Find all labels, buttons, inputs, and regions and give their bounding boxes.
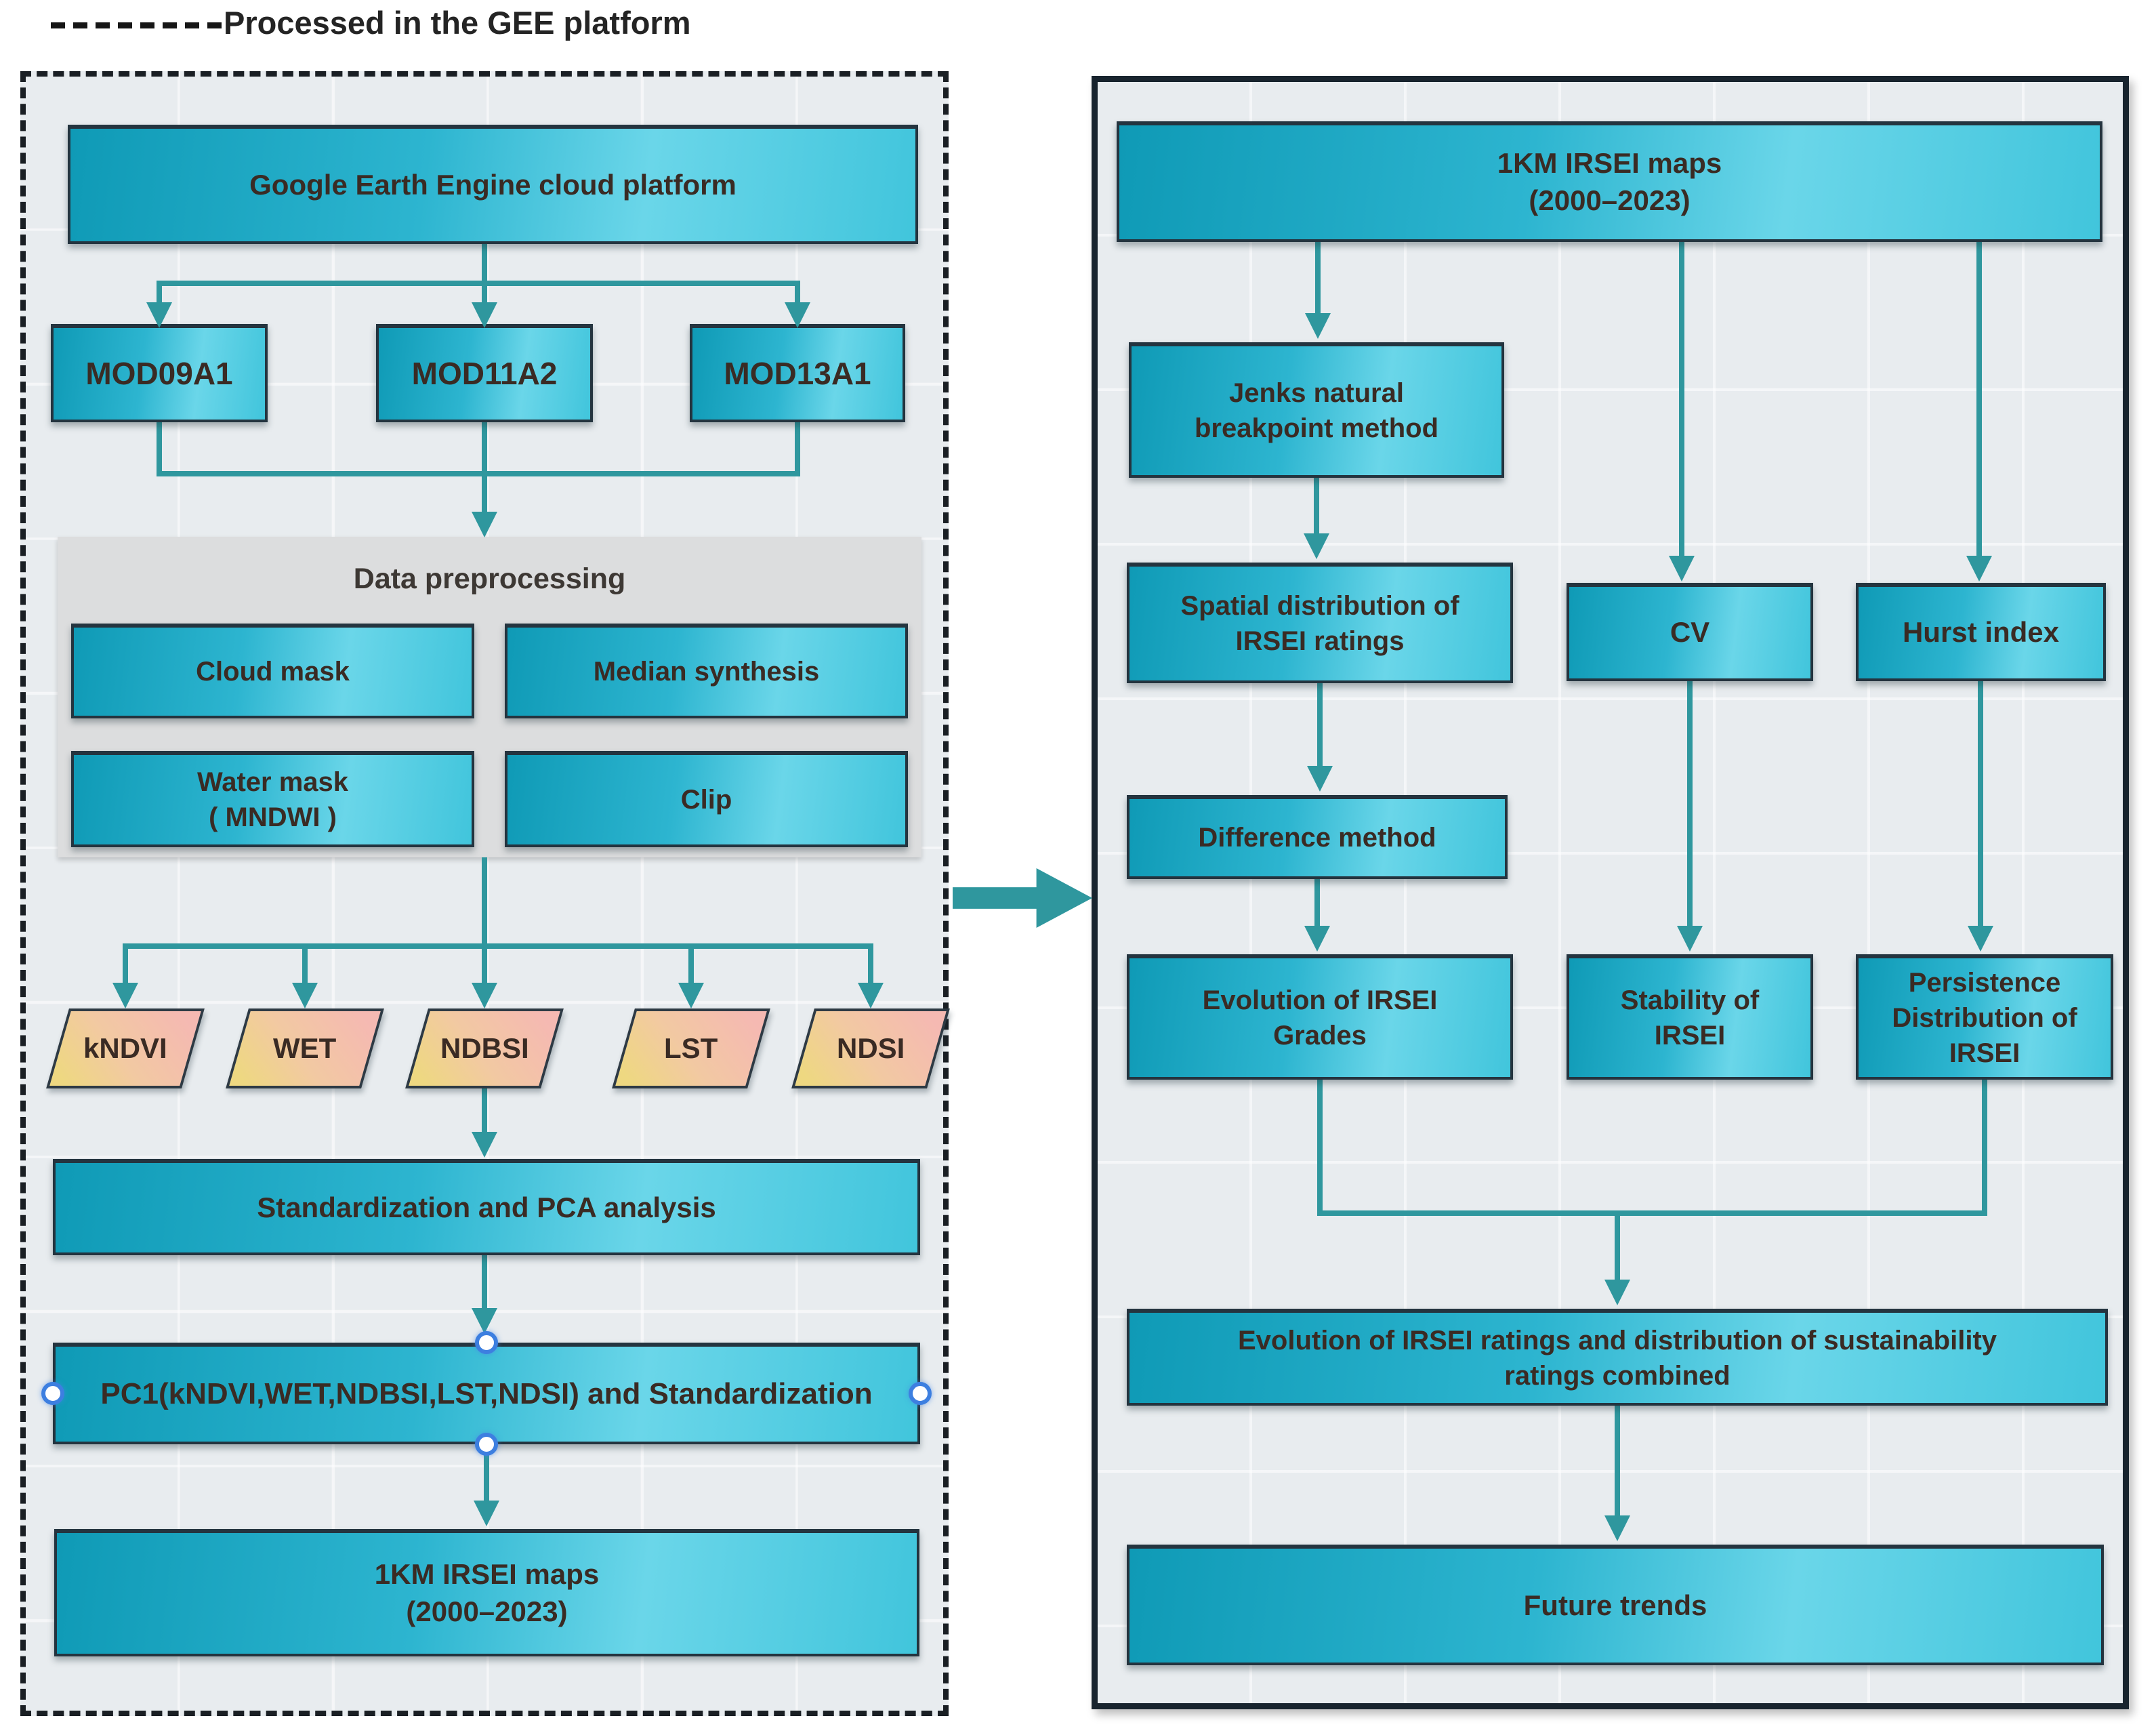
node-mod09a1: MOD09A1 [51, 324, 268, 422]
node-gee-cloud-platform: Google Earth Engine cloud platform [68, 125, 918, 244]
selection-handle[interactable] [909, 1382, 932, 1405]
arrowhead-down-icon [1677, 926, 1703, 952]
node-index-ndbsi: NDBSI [405, 1008, 564, 1088]
arrowhead-down-icon [472, 512, 497, 537]
arrowhead-down-icon [472, 1308, 497, 1334]
connector-line [1317, 1210, 1987, 1216]
connector-line [1317, 1080, 1323, 1216]
preprocessing-title: Data preprocessing [353, 563, 626, 595]
node-difference-method: Difference method [1127, 795, 1508, 879]
node-spatial-distribution: Spatial distribution of IRSEI ratings [1127, 563, 1513, 683]
node-cv: CV [1567, 583, 1813, 681]
connector-line [157, 471, 800, 476]
flow-arrow-right-icon [953, 868, 1092, 928]
arrowhead-down-icon [474, 1501, 499, 1526]
connector-line [1317, 683, 1323, 766]
connector-line [1978, 681, 1983, 926]
node-standardization-pca: Standardization and PCA analysis [53, 1159, 920, 1255]
connector-line [1976, 242, 1982, 556]
arrowhead-down-icon [1604, 1515, 1630, 1541]
arrowhead-down-icon [1966, 556, 1992, 582]
connector-line [1679, 242, 1684, 556]
connector-line [482, 1255, 487, 1308]
arrowhead-down-icon [472, 983, 497, 1008]
index-label: kNDVI [83, 1032, 167, 1064]
node-combined-evolution: Evolution of IRSEI ratings and distribut… [1127, 1309, 2108, 1406]
connector-line [157, 281, 162, 302]
connector-line [795, 281, 800, 302]
arrowhead-down-icon [1669, 556, 1695, 582]
node-jenks: Jenks natural breakpoint method [1129, 342, 1504, 478]
node-median-synthesis: Median synthesis [505, 624, 908, 718]
legend-label: Processed in the GEE platform [224, 5, 691, 41]
analysis-panel [1092, 76, 2129, 1709]
node-index-ndsi: NDSI [791, 1008, 950, 1088]
connector-line [484, 1444, 489, 1501]
selection-handle[interactable] [41, 1382, 64, 1405]
arrowhead-down-icon [146, 302, 172, 328]
connector-line [302, 943, 308, 983]
connector-line [1314, 478, 1319, 533]
node-pc1-standardization: PC1(kNDVI,WET,NDBSI,LST,NDSI) and Standa… [53, 1343, 920, 1444]
connector-line [482, 943, 487, 983]
connector-line [157, 422, 162, 474]
connector-line [1615, 1406, 1620, 1515]
connector-line [1314, 879, 1320, 926]
node-mod13a1: MOD13A1 [690, 324, 905, 422]
connector-line [482, 857, 487, 946]
node-persistence-distribution: Persistence Distribution of IRSEI [1856, 954, 2113, 1080]
index-label: NDSI [836, 1032, 905, 1064]
connector-line [1982, 1080, 1987, 1216]
arrowhead-down-icon [785, 302, 810, 328]
connector-line [123, 943, 873, 949]
node-irsei-maps-left: 1KM IRSEI maps (2000–2023) [54, 1529, 919, 1656]
connector-line [482, 422, 487, 474]
node-stability-irsei: Stability of IRSEI [1567, 954, 1813, 1080]
arrowhead-down-icon [1305, 313, 1331, 339]
arrowhead-down-icon [1304, 533, 1329, 559]
arrowhead-down-icon [1304, 926, 1330, 952]
connector-line [482, 243, 487, 283]
node-index-kndvi: kNDVI [46, 1008, 205, 1088]
arrowhead-down-icon [472, 302, 497, 328]
node-water-mask: Water mask ( MNDWI ) [71, 751, 474, 847]
node-hurst-index: Hurst index [1856, 583, 2106, 681]
arrowhead-down-icon [858, 983, 884, 1008]
node-index-wet: WET [226, 1008, 384, 1088]
node-future-trends: Future trends [1127, 1545, 2104, 1665]
index-label: NDBSI [440, 1032, 529, 1064]
selection-handle[interactable] [475, 1433, 498, 1456]
node-index-lst: LST [612, 1008, 770, 1088]
node-irsei-maps-right: 1KM IRSEI maps (2000–2023) [1117, 121, 2102, 242]
connector-line [688, 943, 694, 983]
arrowhead-down-icon [472, 1132, 497, 1158]
connector-line [1615, 1213, 1620, 1280]
node-clip: Clip [505, 751, 908, 847]
connector-line [482, 1088, 487, 1132]
selection-handle[interactable] [475, 1331, 498, 1354]
arrowhead-down-icon [112, 983, 138, 1008]
arrowhead-down-icon [292, 983, 318, 1008]
connector-line [123, 943, 128, 983]
connector-line [795, 422, 800, 474]
connector-line [1315, 242, 1321, 313]
node-evolution-grades: Evolution of IRSEI Grades [1127, 954, 1513, 1080]
node-cloud-mask: Cloud mask [71, 624, 474, 718]
dashed-line-sample [51, 22, 222, 28]
connector-line [157, 281, 800, 286]
index-label: WET [273, 1032, 337, 1064]
arrowhead-down-icon [1968, 926, 1993, 952]
index-label: LST [664, 1032, 718, 1064]
arrowhead-down-icon [1604, 1280, 1630, 1305]
arrowhead-down-icon [678, 983, 704, 1008]
arrowhead-down-icon [1307, 766, 1333, 792]
connector-line [482, 471, 487, 512]
connector-line [868, 943, 873, 983]
connector-line [1687, 681, 1693, 926]
node-mod11a2: MOD11A2 [376, 324, 593, 422]
connector-line [482, 281, 487, 302]
